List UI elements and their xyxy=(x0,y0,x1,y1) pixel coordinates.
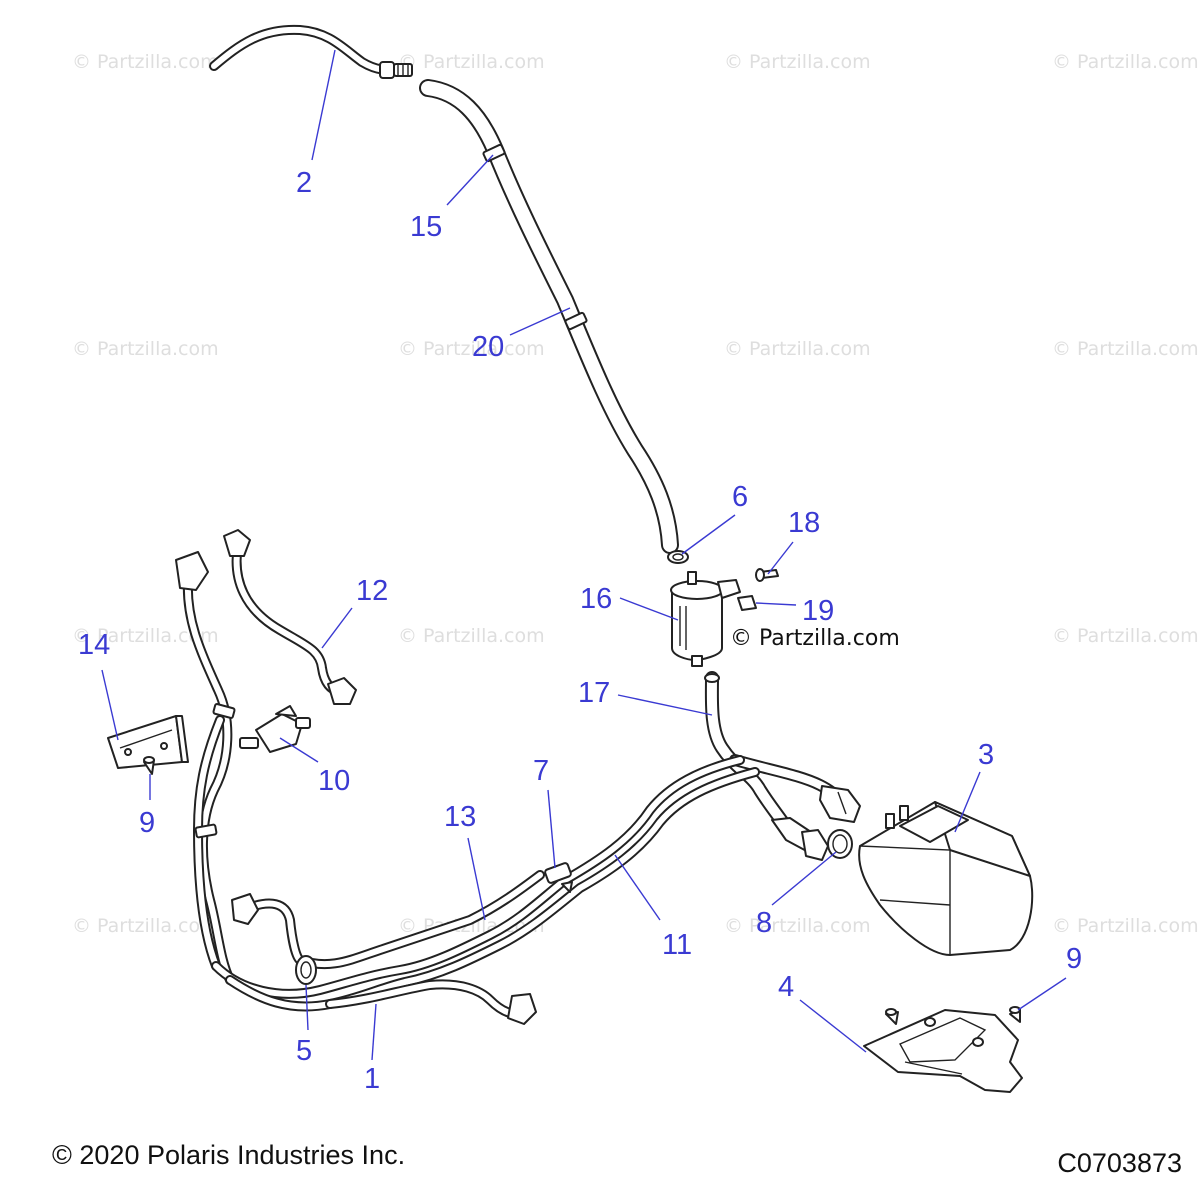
part-20-vent-hose xyxy=(419,79,679,554)
watermark: © Partzilla.com xyxy=(398,625,545,647)
callout-4: 4 xyxy=(778,971,794,1003)
watermark: © Partzilla.com xyxy=(72,625,219,647)
part-15-clamp xyxy=(482,143,506,163)
watermark: © Partzilla.com xyxy=(1052,915,1199,937)
part-14-plate xyxy=(107,715,189,769)
callout-10: 10 xyxy=(318,765,350,797)
part-5-clamp xyxy=(295,955,317,985)
diagram-code: C0703873 xyxy=(1057,1148,1182,1178)
left-vertical-line xyxy=(175,551,236,985)
watermark: © Partzilla.com xyxy=(1052,338,1199,360)
callout-19: 19 xyxy=(802,595,834,627)
main-fuel-lines xyxy=(211,755,760,1025)
part-18-screw xyxy=(755,568,779,582)
part-2-vent-hose xyxy=(209,24,413,79)
callout-13: 13 xyxy=(444,801,476,833)
watermark-grid: © Partzilla.com © Partzilla.com © Partzi… xyxy=(72,51,1199,937)
watermark: © Partzilla.com xyxy=(72,915,219,937)
part-7-clamp xyxy=(544,862,573,893)
callout-9-left: 9 xyxy=(139,807,155,839)
callout-3: 3 xyxy=(978,739,994,771)
callout-16: 16 xyxy=(580,583,612,615)
fitting-near-8 xyxy=(771,817,829,861)
part-9-screw-plate xyxy=(143,756,155,775)
callout-12: 12 xyxy=(356,575,388,607)
callout-18: 18 xyxy=(788,507,820,539)
watermark: © Partzilla.com xyxy=(724,51,871,73)
part-8-clamp xyxy=(827,829,853,859)
callout-5: 5 xyxy=(296,1035,312,1067)
watermark: © Partzilla.com xyxy=(724,338,871,360)
callout-6: 6 xyxy=(732,481,748,513)
watermark: © Partzilla.com xyxy=(398,51,545,73)
watermark: © Partzilla.com xyxy=(724,915,871,937)
callout-15: 15 xyxy=(410,211,442,243)
callout-1: 1 xyxy=(364,1063,380,1095)
part-20-clamp xyxy=(564,311,588,331)
watermark: © Partzilla.com xyxy=(1052,51,1199,73)
callout-17: 17 xyxy=(578,677,610,709)
watermark: © Partzilla.com xyxy=(72,51,219,73)
part-3-charcoal-canister xyxy=(858,801,1034,956)
part-4-bracket xyxy=(863,1009,1023,1093)
part-17-hose xyxy=(704,671,861,837)
callout-labels: 2 15 20 6 18 16 19 12 14 17 10 3 9 7 13 … xyxy=(78,167,1082,1095)
part-19-nut xyxy=(737,595,757,611)
watermark: © Partzilla.com xyxy=(1052,625,1199,647)
callout-20: 20 xyxy=(472,331,504,363)
leader-lines xyxy=(101,49,1067,1061)
part-6-clamp xyxy=(667,550,689,564)
watermark: © Partzilla.com xyxy=(398,338,545,360)
copyright-text: © 2020 Polaris Industries Inc. xyxy=(52,1140,406,1170)
part-12-hose xyxy=(223,529,357,705)
callout-14: 14 xyxy=(78,629,110,661)
part-9-screws-bracket xyxy=(885,1006,1021,1025)
callout-8: 8 xyxy=(756,907,772,939)
inline-watermark: © Partzilla.com xyxy=(730,626,900,651)
callout-9-right: 9 xyxy=(1066,943,1082,975)
callout-2: 2 xyxy=(296,167,312,199)
part-16-filter-canister xyxy=(670,571,741,667)
part-10-valve xyxy=(239,705,311,753)
watermark: © Partzilla.com xyxy=(72,338,219,360)
callout-7: 7 xyxy=(533,755,549,787)
callout-11: 11 xyxy=(662,929,692,961)
